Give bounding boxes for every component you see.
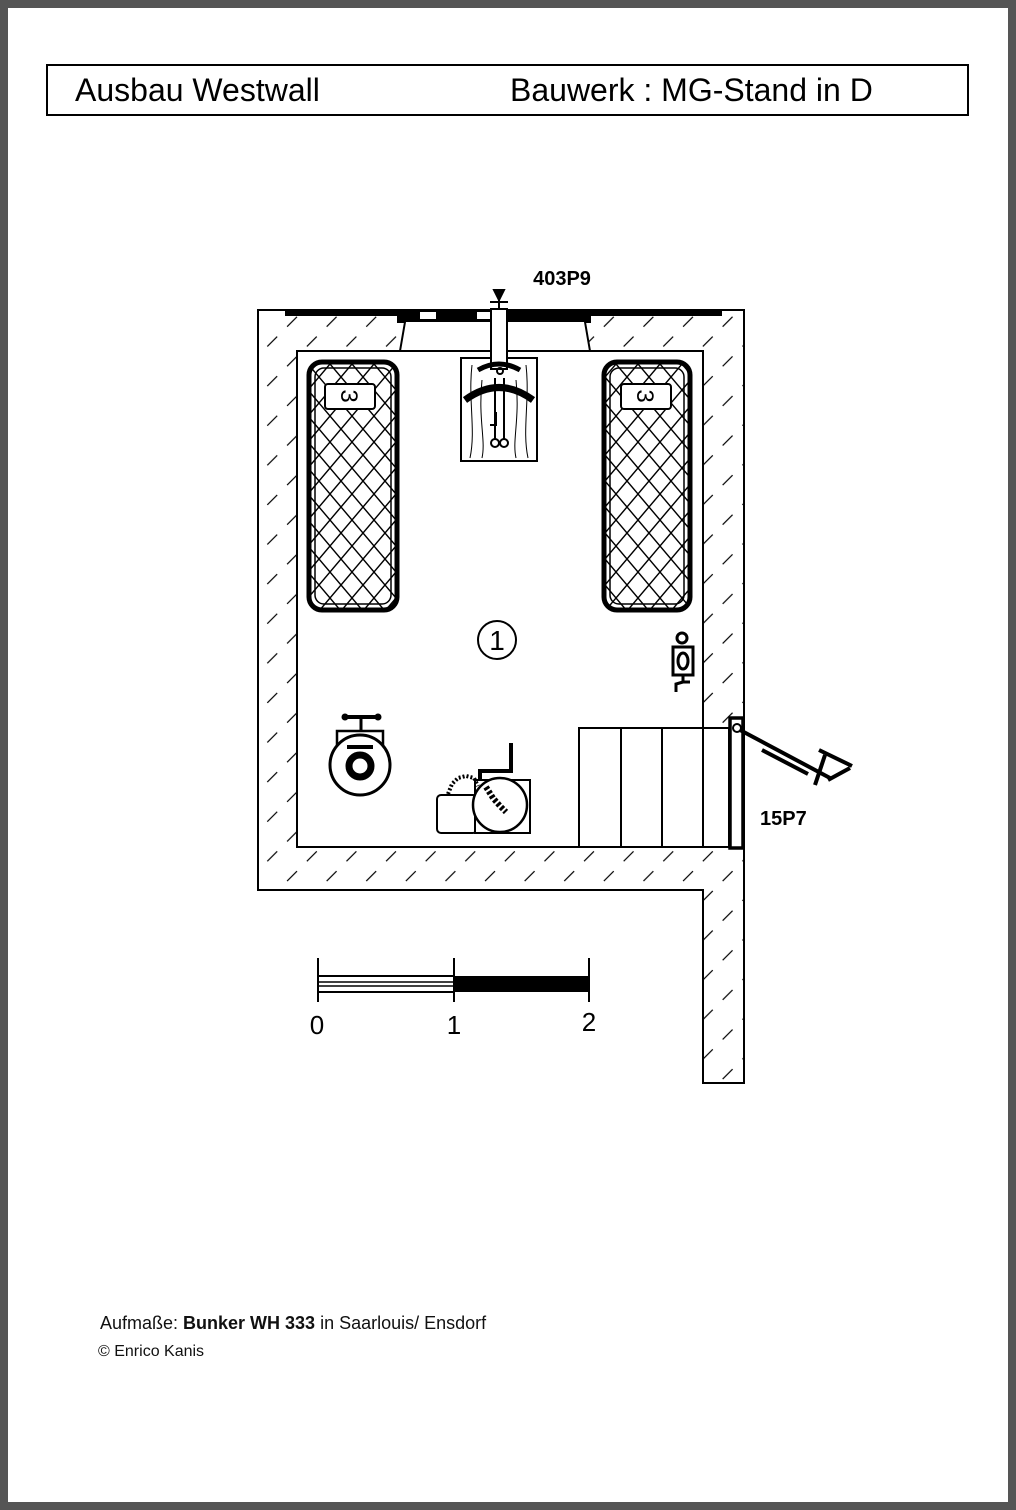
copyright: © Enrico Kanis bbox=[98, 1343, 205, 1360]
scale-label-0: 0 bbox=[310, 1010, 324, 1040]
scale-bar: 0 1 2 bbox=[310, 958, 596, 1040]
survey-prefix: Aufmaße: bbox=[100, 1313, 184, 1333]
title-left: Ausbau Westwall bbox=[75, 72, 320, 108]
machine-gun-mount-icon bbox=[460, 289, 538, 462]
room-number-circle bbox=[477, 620, 517, 660]
bunk-bed-left: 3 bbox=[306, 359, 400, 613]
stove-icon bbox=[328, 713, 392, 797]
ventilator-icon bbox=[436, 743, 531, 834]
bunker-name: Bunker WH 333 bbox=[183, 1313, 316, 1333]
survey-credit: Aufmaße: Bunker WH 333 in Saarlouis/ Ens… bbox=[100, 1313, 486, 1334]
room-number: 1 bbox=[489, 625, 505, 656]
wall-lamp-icon bbox=[671, 631, 695, 692]
embrasure-label: 403P9 bbox=[533, 268, 591, 290]
bunk-bed-right: 3 bbox=[601, 359, 693, 613]
scale-label-1: 1 bbox=[447, 1010, 461, 1040]
stairs bbox=[578, 727, 730, 848]
bed-right-label: 3 bbox=[631, 389, 658, 402]
bed-left-label: 3 bbox=[335, 389, 362, 402]
scale-label-2: 2 bbox=[582, 1007, 596, 1037]
door-label: 15P7 bbox=[760, 808, 807, 830]
title-box bbox=[46, 64, 969, 116]
survey-location: in Saarlouis/ Ensdorf bbox=[315, 1313, 487, 1333]
door bbox=[728, 716, 853, 850]
title-right: Bauwerk : MG-Stand in D bbox=[510, 72, 873, 108]
